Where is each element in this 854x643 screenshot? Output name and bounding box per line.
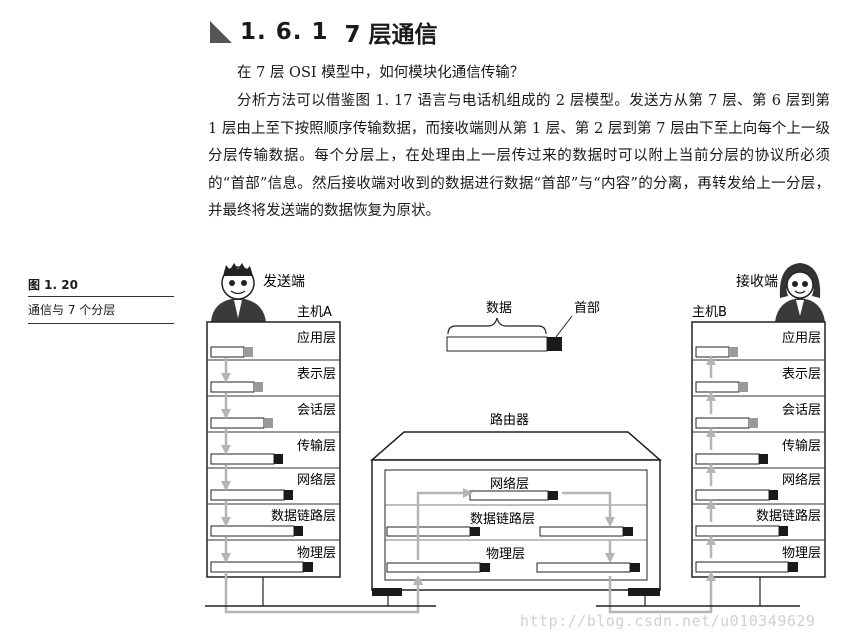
- host-a-layer-session: 会话层: [297, 403, 336, 418]
- host-b-layer-application: 应用层: [782, 330, 821, 346]
- host-b-stack: 应用层 表示层 会话层 传输层 网络层 数据链路层 物理层: [691, 321, 826, 578]
- section-heading: 1. 6. 1 7 层通信: [210, 14, 438, 50]
- host-a-layer-datalink: 数据链路层: [271, 508, 336, 524]
- host-a-label: 主机A: [297, 305, 332, 320]
- network-cables: [205, 571, 800, 614]
- paragraph-body: 分析方法可以借鉴图 1. 17 语言与电话机组成的 2 层模型。发送方从第 7 …: [208, 93, 830, 219]
- sender-label: 发送端: [263, 274, 305, 290]
- host-b-layer-presentation: 表示层: [782, 367, 821, 382]
- router: 路由器 网络层 数据链路层 物理层: [370, 412, 662, 596]
- host-b-layer-transport: 传输层: [782, 438, 821, 454]
- receiver-person-icon: [775, 263, 825, 322]
- legend: 数据 首部: [446, 301, 600, 352]
- heading-marker-icon: [210, 21, 232, 43]
- host-a-layer-network: 网络层: [297, 472, 336, 488]
- sender-person-icon: [211, 263, 266, 322]
- section-number: 1. 6. 1: [240, 19, 329, 45]
- host-b-layer-physical: 物理层: [782, 546, 821, 561]
- router-label: 路由器: [490, 412, 529, 428]
- host-b-label: 主机B: [692, 305, 727, 320]
- receiver-label: 接收端: [736, 273, 778, 290]
- router-layer-datalink: 数据链路层: [470, 511, 535, 527]
- host-b-layer-datalink: 数据链路层: [756, 508, 821, 524]
- section-title: 7 层通信: [344, 22, 438, 48]
- legend-header-label: 首部: [574, 301, 600, 316]
- host-a-layer-physical: 物理层: [297, 546, 336, 561]
- figure-caption: 通信与 7 个分层: [28, 297, 174, 324]
- host-a-layer-presentation: 表示层: [297, 367, 336, 382]
- host-b-layer-session: 会话层: [782, 403, 821, 418]
- host-a-layer-transport: 传输层: [297, 438, 336, 454]
- figure-label: 图 1. 20 通信与 7 个分层: [28, 276, 174, 324]
- watermark: http://blog.csdn.net/u010349629: [520, 612, 816, 630]
- host-b-layer-network: 网络层: [782, 472, 821, 488]
- paragraph-intro: 在 7 层 OSI 模型中，如何模块化通信传输？: [237, 65, 525, 81]
- legend-data-label: 数据: [486, 301, 512, 316]
- host-a-layer-application: 应用层: [297, 330, 336, 346]
- router-layer-network: 网络层: [490, 476, 529, 492]
- host-a-stack: 应用层 表示层 会话层 传输层 网络层 数据链路层 物理层: [206, 321, 341, 578]
- figure-number: 图 1. 20: [28, 276, 174, 297]
- router-layer-physical: 物理层: [486, 547, 525, 562]
